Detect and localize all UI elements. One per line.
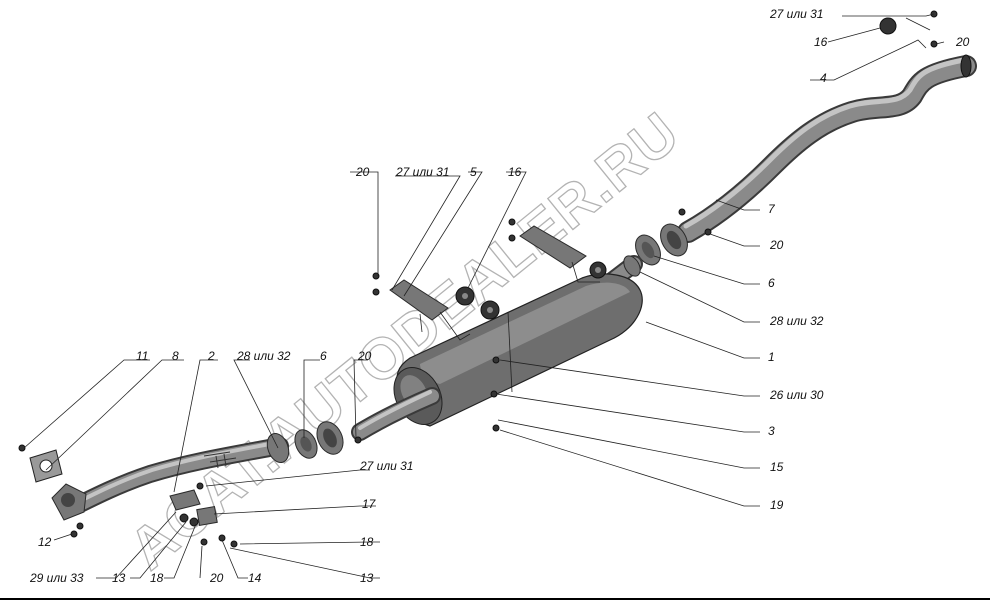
callout-3: 3 xyxy=(768,424,775,438)
callout-18-left: 18 xyxy=(150,571,164,585)
callout-7: 7 xyxy=(768,202,776,216)
callout-26-30: 26 или 30 xyxy=(769,388,824,402)
callout-5: 5 xyxy=(470,165,477,179)
callout-18-right: 18 xyxy=(360,535,374,549)
callout-12: 12 xyxy=(38,535,52,549)
callout-27-31-mid: 27 или 31 xyxy=(395,165,449,179)
rubber-cushion-top xyxy=(879,17,897,35)
callout-20-left: 20 xyxy=(357,349,372,363)
callout-13-left: 13 xyxy=(112,571,126,585)
callout-28-32-right: 28 или 32 xyxy=(769,314,824,328)
callout-20-top: 20 xyxy=(955,35,970,49)
hanger-right xyxy=(519,225,600,283)
callout-6-left: 6 xyxy=(320,349,327,363)
tail-pipe xyxy=(677,54,977,243)
callout-4: 4 xyxy=(820,71,827,85)
callout-19: 19 xyxy=(770,498,784,512)
callout-11: 11 xyxy=(136,349,148,363)
callout-2: 2 xyxy=(207,349,215,363)
front-flange xyxy=(51,483,87,521)
gasket-8 xyxy=(29,449,63,483)
bracket-17 xyxy=(169,489,218,527)
callout-29-33: 29 или 33 xyxy=(29,571,84,585)
callout-labels: 27 или 31 16 20 4 20 27 или 31 5 16 7 20… xyxy=(29,7,970,585)
callout-16-top: 16 xyxy=(814,35,828,49)
callout-6-right: 6 xyxy=(768,276,775,290)
hanger-left xyxy=(389,279,471,341)
callout-14: 14 xyxy=(248,571,262,585)
callout-27-31-low: 27 или 31 xyxy=(359,459,413,473)
callout-20-bottom: 20 xyxy=(209,571,224,585)
callout-28-32-left: 28 или 32 xyxy=(236,349,291,363)
callout-27-31-top: 27 или 31 xyxy=(769,7,823,21)
clamp-rings-left xyxy=(294,421,344,459)
callout-20-right: 20 xyxy=(769,238,784,252)
callout-20-mid: 20 xyxy=(355,165,370,179)
callout-1: 1 xyxy=(768,350,775,364)
gasket-ring-right xyxy=(635,234,661,266)
leader-lines xyxy=(23,13,945,579)
callout-15: 15 xyxy=(770,460,784,474)
callout-13-right: 13 xyxy=(360,571,374,585)
callout-8: 8 xyxy=(172,349,179,363)
callout-16-mid: 16 xyxy=(508,165,522,179)
callout-17: 17 xyxy=(362,497,377,511)
tail-flange xyxy=(660,223,688,257)
